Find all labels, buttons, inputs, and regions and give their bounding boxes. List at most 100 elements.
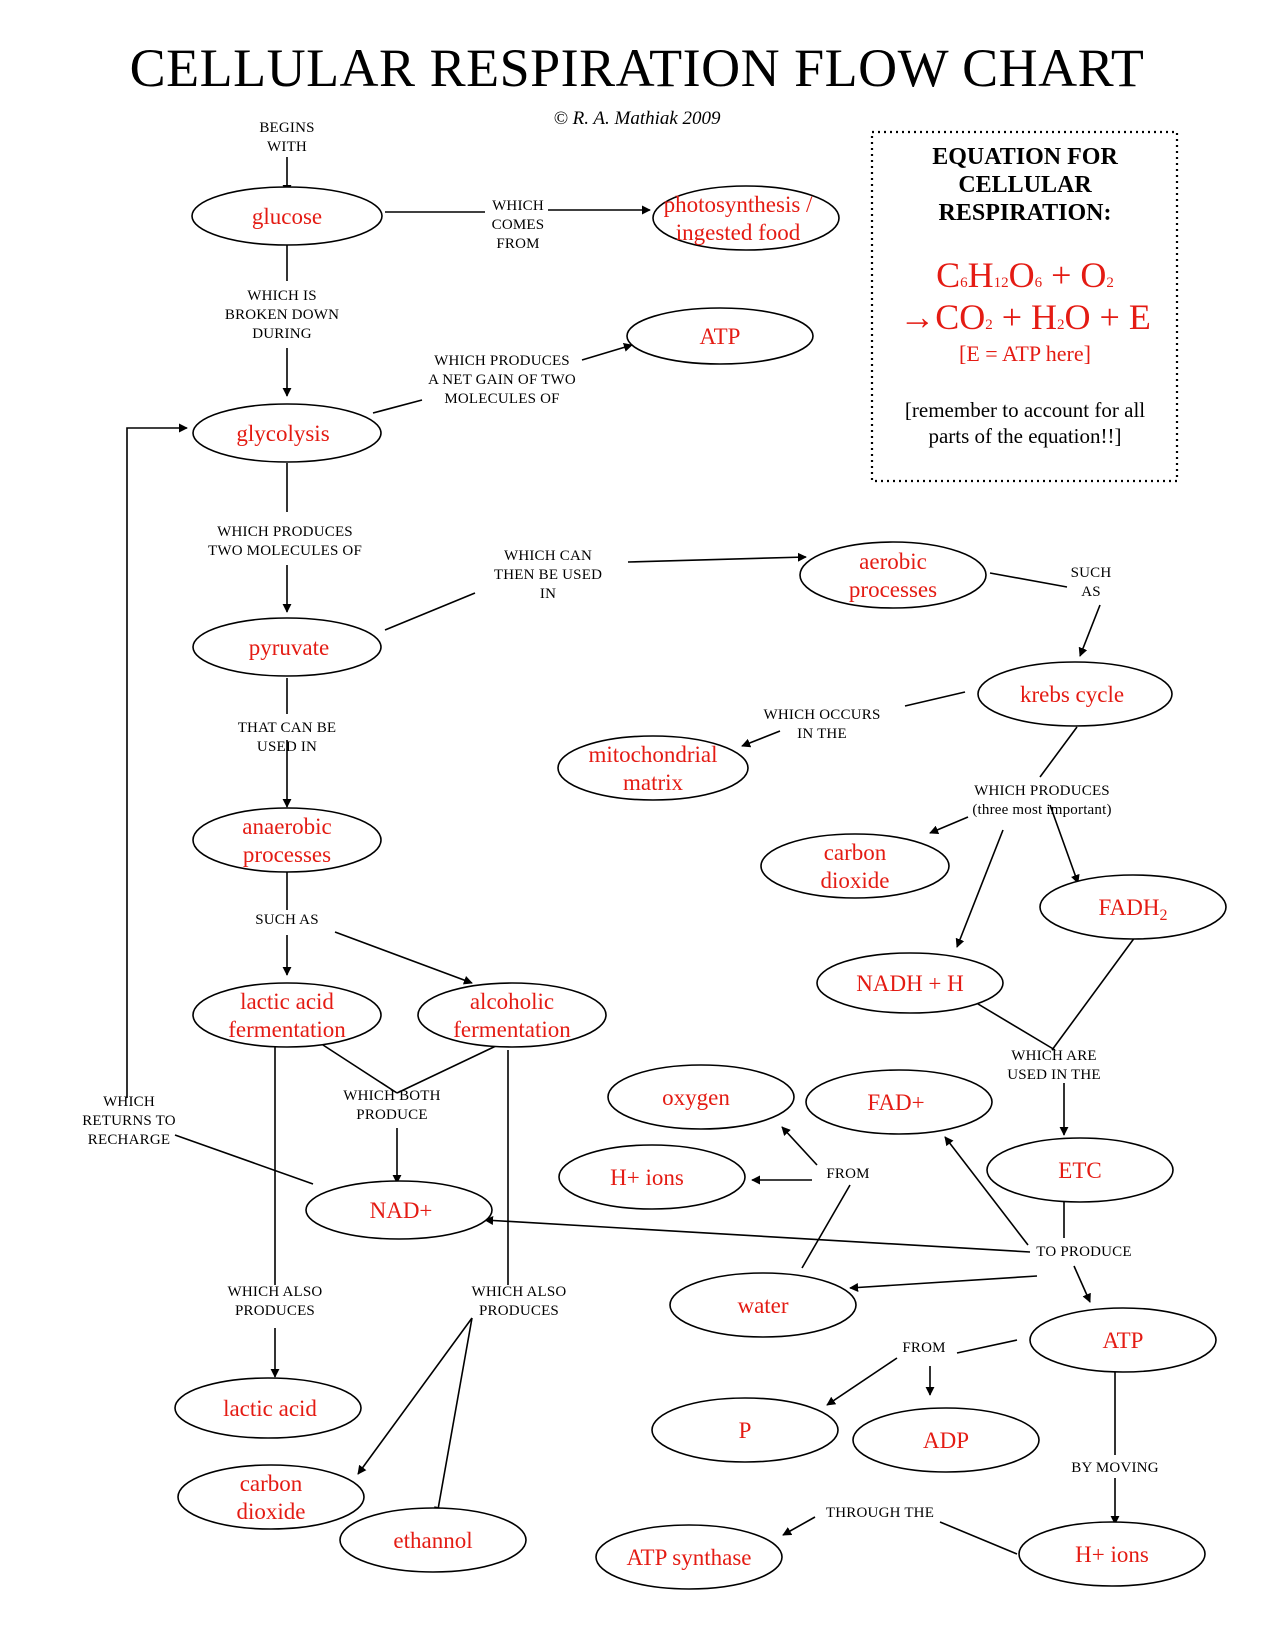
node-ellipse xyxy=(305,1180,493,1240)
connector-phrase-used-in-the: USED IN THE xyxy=(1007,1067,1101,1083)
node-ellipse xyxy=(557,735,749,801)
connector-phrase-which-comes-from: WHICH xyxy=(492,198,544,214)
node-label: ETC xyxy=(1058,1158,1101,1183)
node-label: ADP xyxy=(923,1428,969,1453)
equation-energy-note: [E = ATP here] xyxy=(959,341,1091,366)
node-label: ethannol xyxy=(393,1528,472,1553)
equation-heading-3: RESPIRATION: xyxy=(939,200,1112,226)
node-label: lactic acid xyxy=(240,989,334,1014)
node-label: water xyxy=(737,1293,788,1318)
line-nadh-usedin xyxy=(967,997,1056,1051)
connector-phrase-that-can-be: THAT CAN BE xyxy=(238,720,337,736)
node-label: dioxide xyxy=(237,1499,306,1524)
connector-phrase-produces-two: TWO MOLECULES OF xyxy=(208,543,362,559)
line-water-from xyxy=(801,1184,851,1269)
node-ellipse xyxy=(192,807,382,873)
node-ellipse xyxy=(805,1069,993,1135)
node-ellipse xyxy=(417,982,607,1048)
equation-products: →CO2 + H2O + E xyxy=(899,297,1151,337)
line-krebs-produces xyxy=(1039,726,1078,778)
node-ellipse xyxy=(174,1377,362,1439)
connector-phrase-by-moving: BY MOVING xyxy=(1071,1460,1159,1476)
connector-phrase-produces-two: WHICH PRODUCES xyxy=(217,524,353,540)
connector-phrase-net-gain: A NET GAIN OF TWO xyxy=(428,372,576,388)
equation-box: EQUATION FOR CELLULAR RESPIRATION: C6H12… xyxy=(870,130,1179,483)
node-label: glycolysis xyxy=(236,421,329,446)
connector-phrase-such-as-aerobic: SUCH xyxy=(1071,565,1112,581)
node-etc: ETC xyxy=(986,1137,1174,1203)
node-label: glucose xyxy=(252,204,322,229)
connector-phrase-from-water: FROM xyxy=(826,1166,869,1182)
node-ellipse xyxy=(760,833,950,899)
connector-phrase-through-the: THROUGH THE xyxy=(826,1505,934,1521)
connector-phrase-to-produce: TO PRODUCE xyxy=(1036,1244,1132,1260)
node-ellipse xyxy=(607,1064,795,1130)
connector-phrase-broken-down: BROKEN DOWN xyxy=(225,307,339,323)
arrow-netgain-atp xyxy=(581,343,633,361)
connector-phrase-also-lactic: PRODUCES xyxy=(235,1303,315,1319)
connector-phrase-also-lactic: WHICH ALSO xyxy=(228,1284,323,1300)
line-krebs-occurs xyxy=(904,691,966,707)
node-label: aerobic xyxy=(859,549,927,574)
node-label: alcoholic xyxy=(470,989,554,1014)
node-hions-left: H+ ions xyxy=(558,1144,746,1210)
arrow-occurs-matrix xyxy=(741,730,781,748)
node-pyruvate: pyruvate xyxy=(192,617,382,677)
node-nad: NAD+ xyxy=(305,1180,493,1240)
node-label: H+ ions xyxy=(1075,1542,1149,1567)
node-atp-etc: ATP xyxy=(1029,1307,1217,1373)
arrow-toproduce-water xyxy=(849,1275,1038,1292)
node-adp: ADP xyxy=(852,1407,1040,1473)
node-label: ingested food xyxy=(676,220,801,245)
connector-phrase-returns: WHICH xyxy=(103,1094,155,1110)
connector-phrase-can-be-used: IN xyxy=(540,586,556,602)
node-fad: FAD+ xyxy=(805,1069,993,1135)
node-ellipse xyxy=(651,1397,839,1463)
node-ellipse xyxy=(1018,1521,1206,1587)
node-ellipse xyxy=(192,403,382,463)
node-photosynthesis: photosynthesis / ingested food xyxy=(652,185,840,251)
arrow-canbeused-aerobic xyxy=(627,552,807,563)
node-label: photosynthesis / xyxy=(664,192,813,217)
arrow-alsoproduces-co2 xyxy=(357,1317,473,1475)
connector-phrase-both-produce: WHICH BOTH xyxy=(343,1088,440,1104)
line-nad-returns xyxy=(174,1134,314,1185)
arrow-through-synthase xyxy=(782,1516,816,1536)
connector-phrase-krebs-produces: WHICH PRODUCES xyxy=(974,783,1110,799)
node-label: carbon xyxy=(240,1471,303,1496)
node-label: anaerobic xyxy=(242,814,331,839)
node-label: processes xyxy=(849,577,937,602)
node-label: FAD+ xyxy=(867,1090,924,1115)
node-label: fermentation xyxy=(228,1017,346,1042)
node-label: lactic acid xyxy=(223,1396,317,1421)
equation-heading-1: EQUATION FOR xyxy=(932,144,1118,170)
node-atp-glycolysis: ATP xyxy=(626,307,814,365)
node-hions-right: H+ ions xyxy=(1018,1521,1206,1587)
line-pyruvate-canbeused xyxy=(384,592,476,631)
connector-phrase-such-as-anaerobic: SUCH AS xyxy=(255,912,319,928)
connector-phrase-net-gain: MOLECULES OF xyxy=(444,391,559,407)
node-ellipse xyxy=(558,1144,746,1210)
connector-phrase-which-comes-from: COMES xyxy=(492,217,545,233)
arrow-produces-co2 xyxy=(929,816,969,835)
arrow-produces-nadh xyxy=(955,829,1004,948)
connector-phrase-which-comes-from: FROM xyxy=(496,236,539,252)
node-ellipse xyxy=(191,186,383,246)
node-ellipse xyxy=(986,1137,1174,1203)
equation-reminder-2: parts of the equation!!] xyxy=(928,424,1121,448)
node-ellipse xyxy=(192,617,382,677)
connector-phrase-both-produce: PRODUCE xyxy=(356,1107,427,1123)
connector-phrase-such-as-aerobic: AS xyxy=(1081,584,1101,600)
node-label: fermentation xyxy=(453,1017,571,1042)
line-alcoholic-both xyxy=(396,1044,499,1094)
node-fadh2: FADH2 xyxy=(1039,874,1227,940)
connector-phrase-occurs-in: IN THE xyxy=(797,726,847,742)
node-ellipse xyxy=(669,1272,857,1338)
connector-phrase-occurs-in: WHICH OCCURS xyxy=(764,707,881,723)
node-co2-ferm: carbon dioxide xyxy=(177,1464,365,1530)
node-label: mitochondrial xyxy=(588,742,717,767)
